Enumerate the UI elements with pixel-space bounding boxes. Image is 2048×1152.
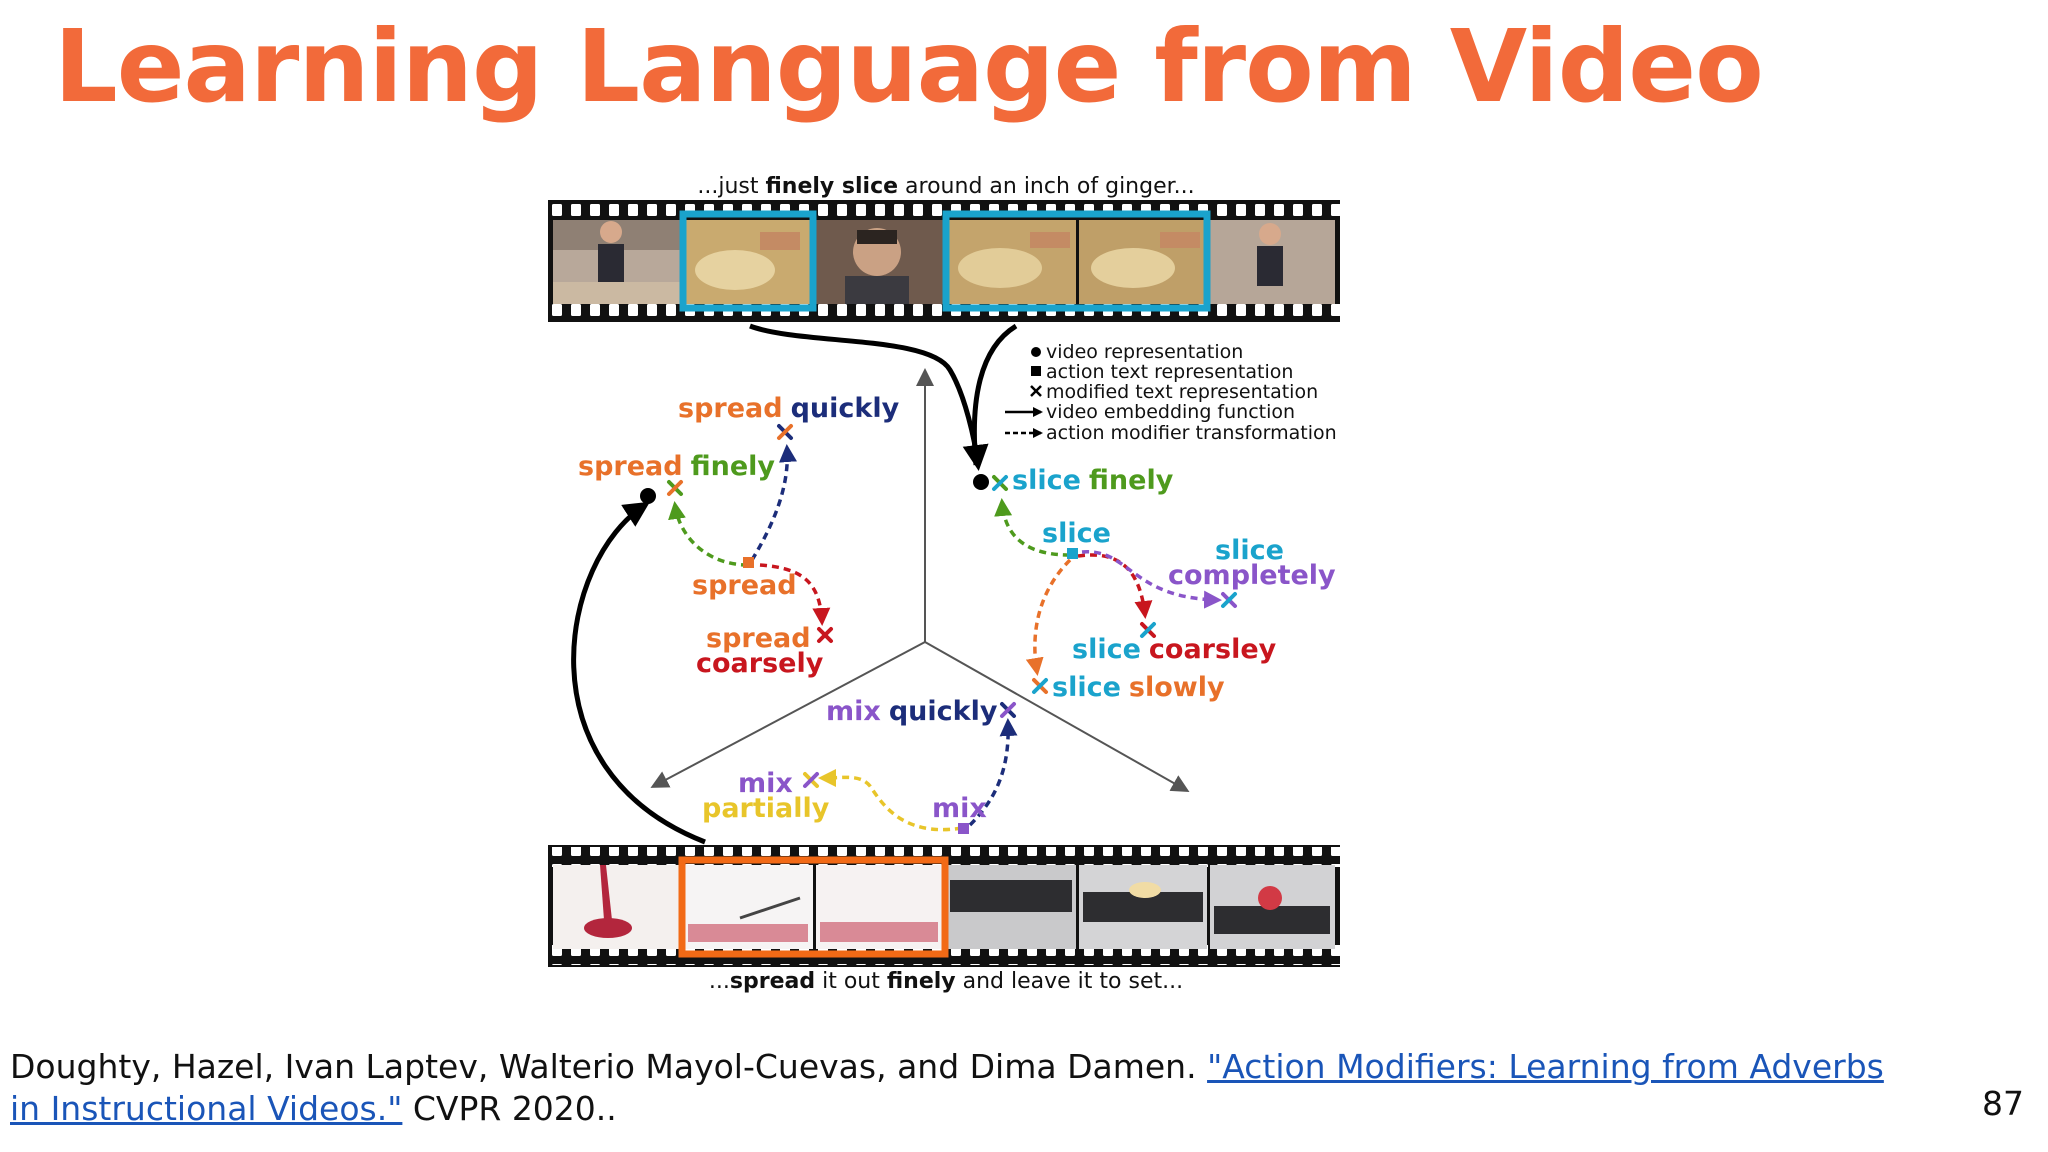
video-frame-slicing-2 (946, 220, 1076, 304)
svg-text:video representation: video representation (1046, 341, 1243, 363)
svg-text:video embedding function: video embedding function (1046, 401, 1295, 423)
slide-title: Learning Language from Video (54, 8, 1764, 125)
label-spread-coarsely-1: spread (706, 623, 811, 654)
video-frame-spread (683, 865, 813, 949)
cross-mix-quickly (1000, 702, 1016, 718)
film-strip-top (548, 200, 1340, 322)
modified-points (667, 424, 1237, 788)
video-frame-chef-closeup (816, 220, 943, 304)
video-point-spread (640, 488, 656, 504)
label-mix-partially-2: partially (702, 793, 830, 824)
page-number: 87 (1982, 1084, 2024, 1123)
highlight-box-top-1 (679, 210, 817, 312)
legend-item-video-embedding: video embedding function (1005, 401, 1295, 423)
caption-top: ...just finely slice around an inch of g… (697, 174, 1194, 199)
citation-authors: Doughty, Hazel, Ivan Laptev, Walterio Ma… (10, 1047, 1208, 1086)
video-frame-pour (553, 865, 680, 949)
label-spread-coarsely-2: coarsely (696, 648, 824, 679)
cross-slice-coarsley (1140, 622, 1156, 638)
label-mix: mix (932, 793, 987, 824)
cross-spread-quickly (777, 424, 793, 440)
film-strip-bottom (548, 845, 1340, 967)
label-mix-partially-1: mix (738, 768, 793, 799)
action-point-mix (958, 823, 969, 834)
citation: Doughty, Hazel, Ivan Laptev, Walterio Ma… (10, 1046, 1890, 1130)
cross-slice-finely (992, 475, 1008, 491)
label-slice: slice (1042, 518, 1111, 549)
video-frame-mold (946, 865, 1076, 949)
highlight-box-top-2 (942, 210, 1211, 312)
video-frame-chef (553, 220, 680, 304)
highlight-box-bottom (678, 856, 949, 958)
cross-slice-slowly (1032, 678, 1048, 694)
legend-item-video-representation: video representation (1031, 341, 1243, 363)
label-slice-completely-2: completely (1168, 560, 1336, 591)
svg-text:modified text representation: modified text representation (1046, 381, 1318, 403)
cross-spread-coarsely (817, 627, 833, 643)
video-frame-dessert (1210, 865, 1335, 949)
embedding-axes (650, 368, 1190, 792)
label-spread: spread (692, 570, 797, 601)
video-frame-slicing-3 (1079, 220, 1207, 304)
video-frame-mold-2 (1079, 865, 1207, 949)
legend-item-modifier-transform: action modifier transformation (1005, 422, 1337, 444)
action-point-spread (743, 557, 754, 568)
svg-text:action modifier transformation: action modifier transformation (1046, 422, 1337, 444)
cross-mix-partially (803, 772, 819, 788)
legend-item-action-text: action text representation (1031, 361, 1293, 383)
video-frame-slicing (683, 220, 813, 304)
video-frame-spread-2 (816, 865, 943, 949)
modifier-arrows (668, 444, 1222, 832)
video-embedding-arrows (571, 323, 1018, 845)
caption-bottom: ...spread it out finely and leave it to … (709, 969, 1183, 994)
video-frame-chef-2 (1210, 220, 1335, 304)
paper-link[interactable]: "Action Modifiers: Learning from Adverbs… (10, 1047, 1884, 1128)
action-point-slice (1067, 548, 1078, 559)
legend-item-modified-text: modified text representation (1030, 381, 1318, 403)
svg-text:action text representation: action text representation (1046, 361, 1293, 383)
label-slice-completely-1: slice (1215, 535, 1284, 566)
cross-slice-completely (1221, 592, 1237, 608)
legend: video representation action text represe… (1005, 341, 1337, 444)
video-point-slice (973, 474, 989, 490)
cross-spread-finely (667, 480, 683, 496)
citation-venue: CVPR 2020.. (402, 1089, 617, 1128)
